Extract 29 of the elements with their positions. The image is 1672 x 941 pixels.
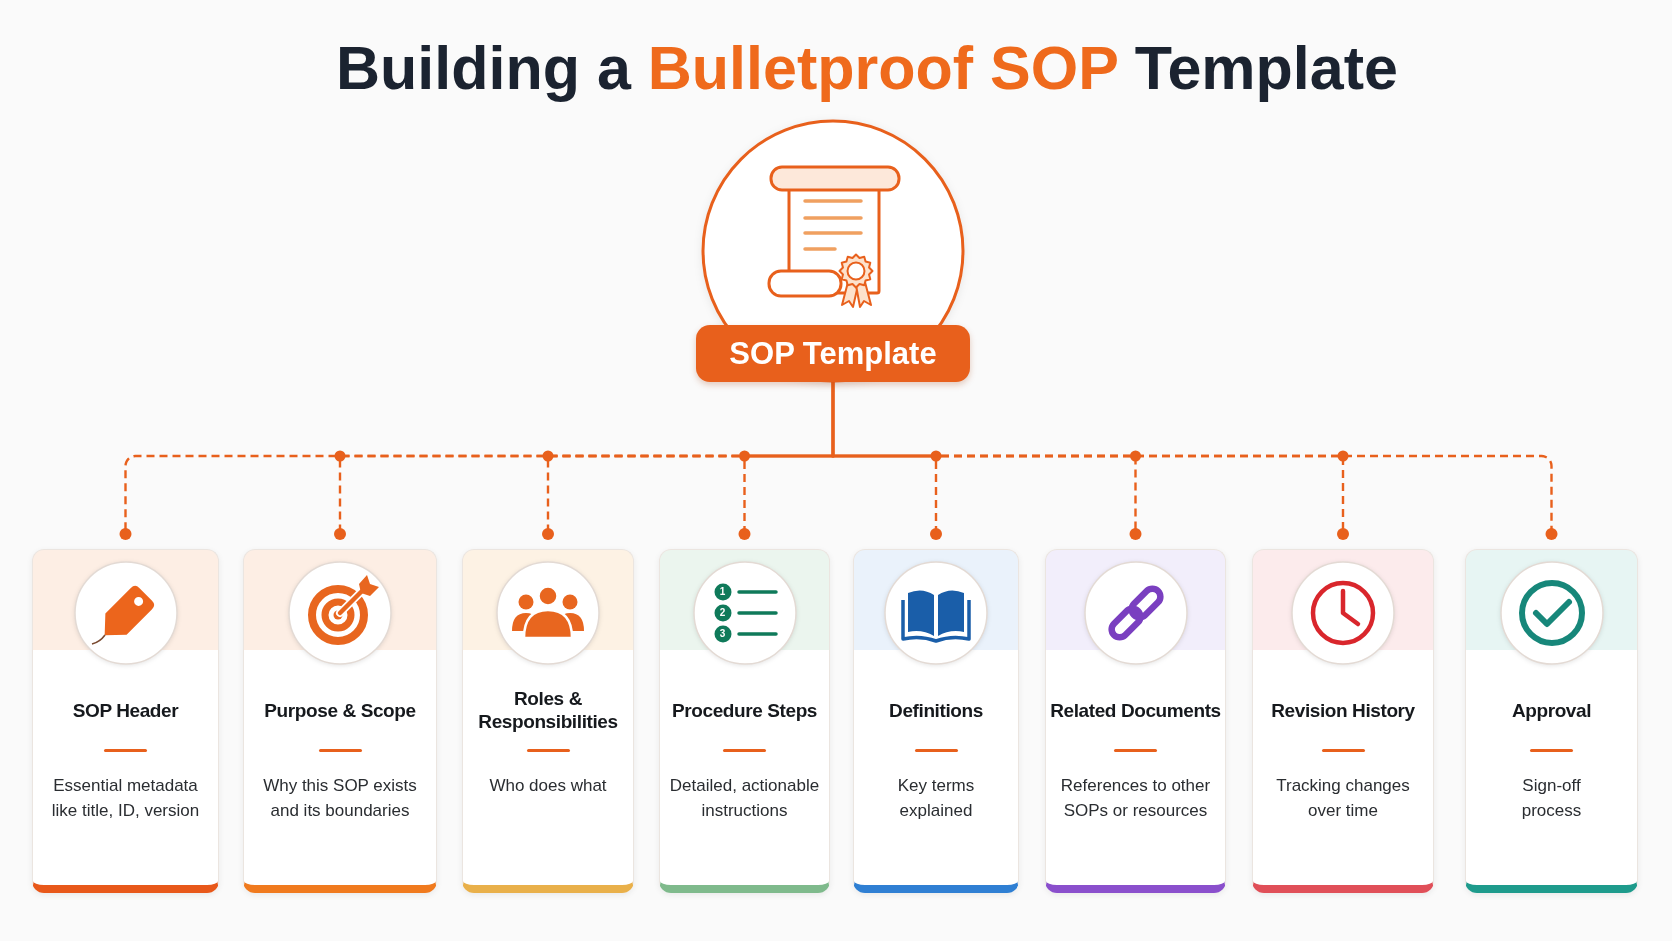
card-description: Essential metadata like title, ID, version	[50, 775, 201, 822]
card-title: Related Documents	[1050, 698, 1221, 722]
card-title: Roles & Responsibilities	[477, 687, 619, 733]
card-title: Definitions	[889, 698, 983, 722]
card-description: References to other SOPs or resources	[1059, 775, 1212, 822]
central-topic: SOP Template	[696, 325, 970, 382]
card-description: Who does what	[489, 775, 607, 797]
section-card	[1045, 549, 1226, 893]
card-title: Purpose & Scope	[264, 698, 416, 722]
section-card	[1465, 549, 1638, 893]
card-title: Approval	[1511, 698, 1592, 722]
step-number: 3	[718, 627, 727, 641]
card-description: Why this SOP exists and its boundaries	[262, 775, 418, 822]
section-card	[659, 549, 830, 893]
section-card	[462, 549, 634, 893]
card-title: Revision History	[1271, 698, 1415, 722]
section-card	[32, 549, 219, 893]
card-description: Tracking changes over time	[1275, 775, 1411, 822]
card-description: Key terms explained	[896, 775, 976, 822]
step-number: 2	[718, 606, 727, 620]
card-title: Procedure Steps	[672, 698, 817, 722]
section-card	[1252, 549, 1434, 893]
section-card	[853, 549, 1019, 893]
step-number: 1	[718, 585, 727, 599]
card-description: Sign-off process	[1520, 775, 1583, 822]
card-title: SOP Header	[72, 698, 179, 722]
card-description: Detailed, actionable instructions	[668, 775, 821, 822]
diagram-title: Building a Bulletproof SOP Template	[336, 33, 1398, 103]
section-card	[243, 549, 437, 893]
